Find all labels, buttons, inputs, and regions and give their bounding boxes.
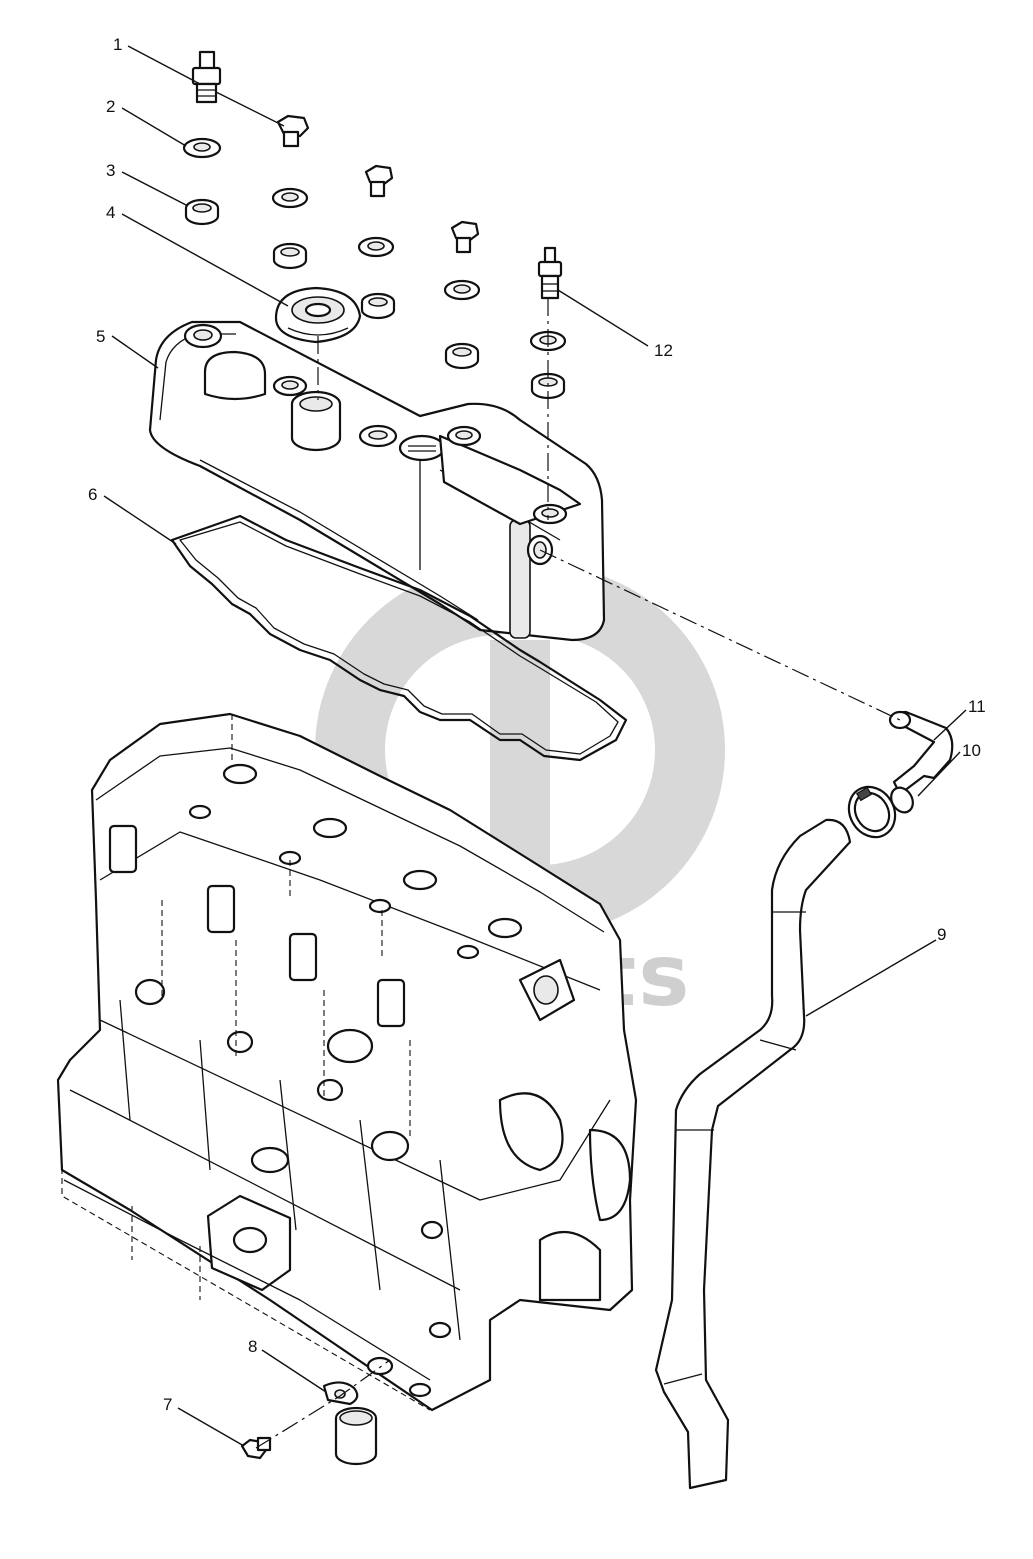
part-7-bolt[interactable] xyxy=(240,1436,272,1460)
callout-7: 7 xyxy=(163,1395,172,1414)
callout-8: 8 xyxy=(248,1337,257,1356)
part-8-clamp[interactable] xyxy=(322,1381,378,1466)
callout-6: 6 xyxy=(88,485,97,504)
part-10-hose-clamp[interactable] xyxy=(840,778,904,845)
part-12-stud[interactable] xyxy=(537,246,563,300)
part-5-valve-cover[interactable] xyxy=(148,320,606,642)
part-2-washer[interactable] xyxy=(182,137,222,159)
callout-1: 1 xyxy=(113,35,122,54)
callout-4: 4 xyxy=(106,203,115,222)
callout-2: 2 xyxy=(106,97,115,116)
part-6-gasket[interactable] xyxy=(170,514,628,762)
callout-10: 10 xyxy=(962,741,981,760)
leader-lines xyxy=(103,45,967,1447)
part-11-elbow[interactable] xyxy=(887,710,954,816)
callout-labels: 1 2 3 4 5 6 7 8 9 10 11 12 xyxy=(88,35,986,1414)
manifold-ports xyxy=(108,824,406,1028)
cover-bolts xyxy=(364,164,480,254)
callout-9: 9 xyxy=(937,925,946,944)
callout-5: 5 xyxy=(96,327,105,346)
part-1-stud[interactable] xyxy=(191,50,222,104)
cylinder-head-ports xyxy=(188,763,523,960)
part-bolt-a[interactable] xyxy=(276,114,310,148)
assembly-centerline-8 xyxy=(255,1359,391,1449)
part-3-grommet[interactable] xyxy=(184,198,220,226)
callout-12: 12 xyxy=(654,341,673,360)
engine-block xyxy=(56,712,638,1412)
part-9-breather-hose[interactable] xyxy=(654,818,852,1490)
callout-11: 11 xyxy=(968,697,986,716)
callout-3: 3 xyxy=(106,161,115,180)
part-4-oil-cap[interactable] xyxy=(274,286,362,344)
assembly-centerline-11 xyxy=(539,549,901,721)
